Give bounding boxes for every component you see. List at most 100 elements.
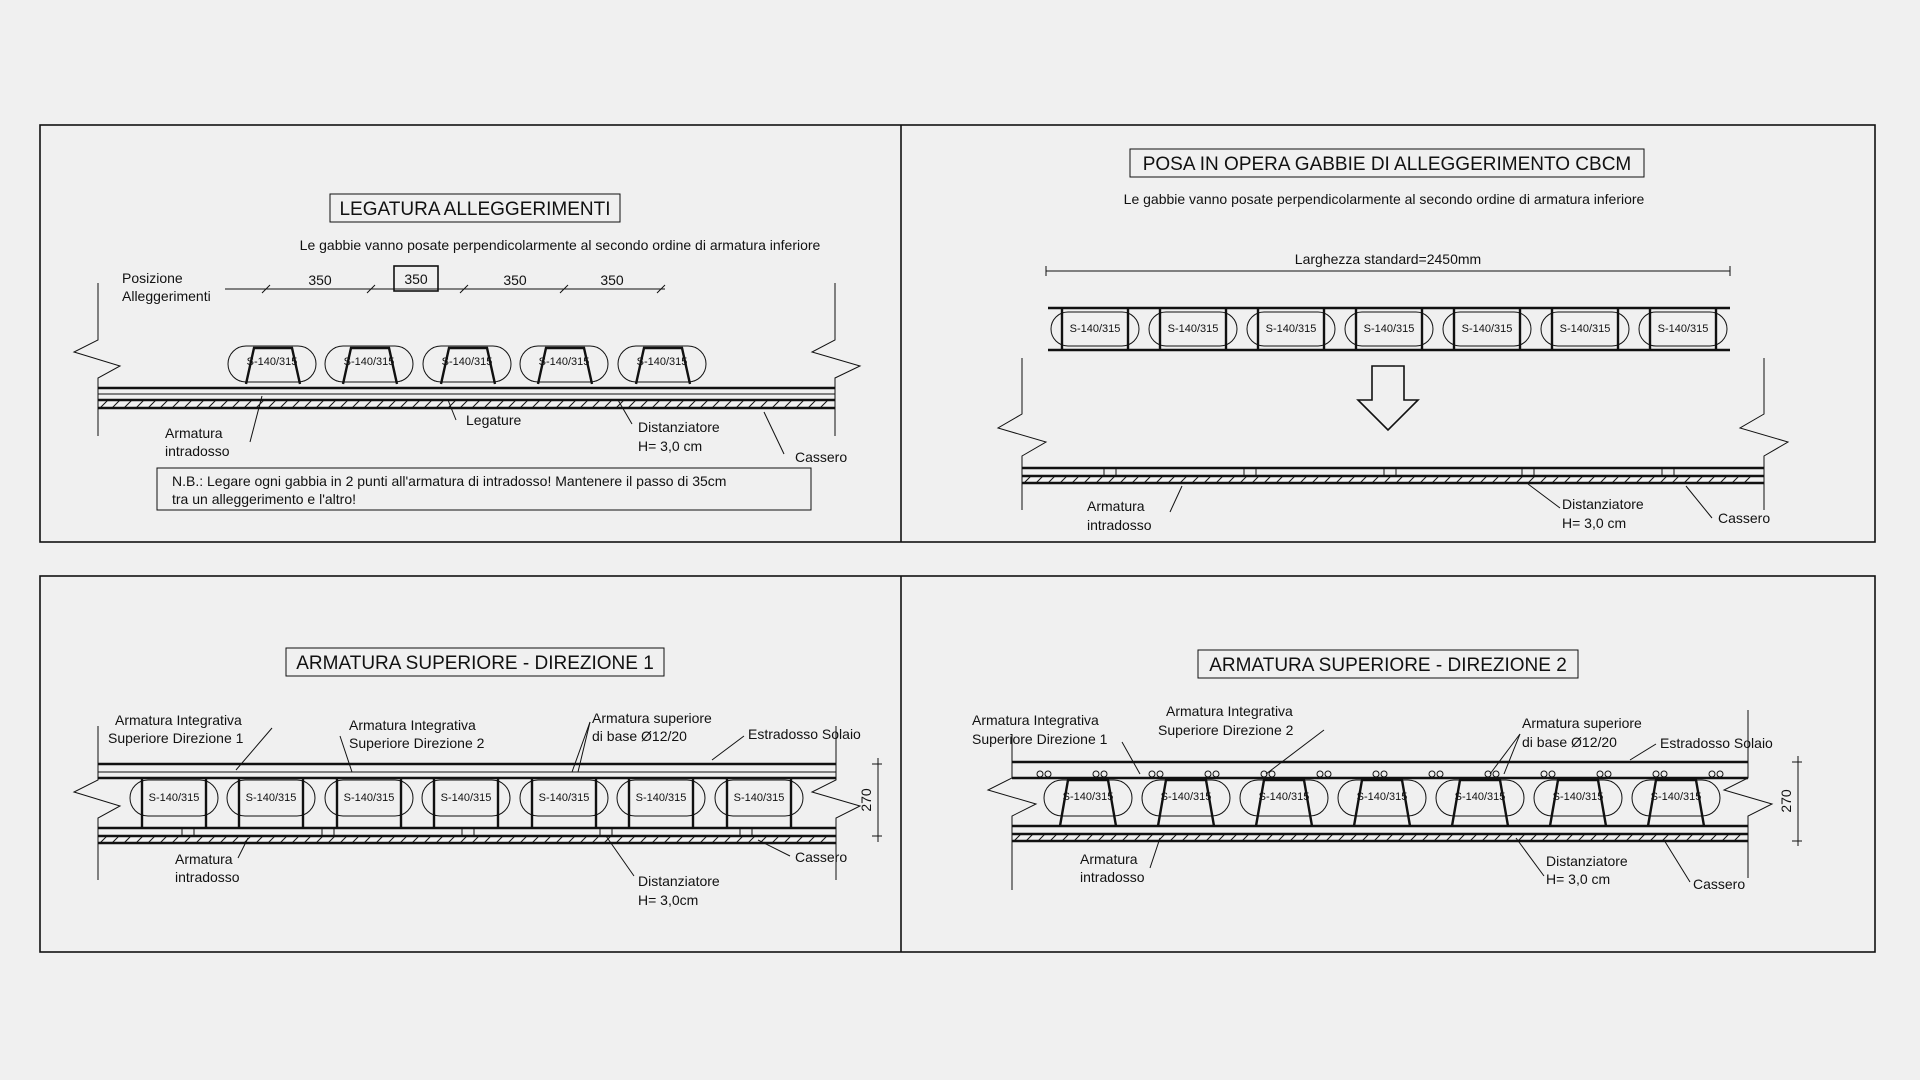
panel3-break-left <box>72 726 122 880</box>
panel1-title: LEGATURA ALLEGGERIMENTI <box>339 199 610 220</box>
panel4-cage: S-140/315 <box>1043 778 1133 827</box>
panel1-cage: S-140/315 <box>617 345 707 385</box>
panel3-cage: S-140/315 <box>421 778 511 828</box>
panel3-label-distanziatore-h: H= 3,0cm <box>638 892 698 908</box>
panel2-label-distanziatore: Distanziatore <box>1562 496 1644 512</box>
panel2-break-right <box>1738 358 1790 510</box>
panel3-cage: S-140/315 <box>519 778 609 828</box>
panel2-cage: S-140/315 <box>1344 308 1434 350</box>
panel1-note-box <box>156 467 812 511</box>
panel2-label-cassero: Cassero <box>1718 510 1770 526</box>
panel2-cage: S-140/315 <box>1540 308 1630 350</box>
panel1-subtitle: Le gabbie vanno posate perpendicolarment… <box>300 237 821 253</box>
panel2-formwork-hatch <box>1023 475 1752 484</box>
panel4-label-superiore: Armatura superiore <box>1522 715 1642 731</box>
panel2-label-armatura: Armatura <box>1087 498 1145 514</box>
svg-text:S-140/315: S-140/315 <box>1455 791 1506 803</box>
svg-text:S-140/315: S-140/315 <box>1168 323 1219 335</box>
panel1-spacing-ticks <box>261 284 666 294</box>
panel1-label-legature: Legature <box>466 412 521 428</box>
panel-legatura-alleggerimenti: LEGATURA ALLEGGERIMENTI Le gabbie vanno … <box>72 193 862 511</box>
panel2-spacers <box>1103 467 1675 477</box>
panel1-cage: S-140/315 <box>324 345 414 385</box>
panel2-label-intradosso: intradosso <box>1087 517 1152 533</box>
panel2-cage: S-140/315 <box>1050 308 1140 350</box>
panel1-spacing-4: 350 <box>600 272 624 288</box>
panel3-label-estradosso: Estradosso Solaio <box>748 726 861 742</box>
panel1-label-cassero: Cassero <box>795 449 847 465</box>
panel4-label-distanziatore: Distanziatore <box>1546 853 1628 869</box>
panel2-leaders <box>1169 483 1713 519</box>
svg-text:S-140/315: S-140/315 <box>1357 791 1408 803</box>
panel3-cage: S-140/315 <box>714 778 804 828</box>
panel1-spacing-1: 350 <box>308 272 332 288</box>
panel4-dimension-label: 270 <box>1778 789 1794 813</box>
panel1-note-line-2: tra un alleggerimento e l'altro! <box>172 491 356 507</box>
svg-text:S-140/315: S-140/315 <box>1553 791 1604 803</box>
svg-text:S-140/315: S-140/315 <box>1462 323 1513 335</box>
panel2-subtitle: Le gabbie vanno posate perpendicolarment… <box>1124 191 1645 207</box>
panel4-label-integrativa1: Armatura Integrativa <box>972 712 1099 728</box>
panel3-label-cassero: Cassero <box>795 849 847 865</box>
panel4-label-integrativa2-dir: Superiore Direzione 2 <box>1158 722 1294 738</box>
panel4-cage: S-140/315 <box>1631 778 1721 827</box>
panel4-cage: S-140/315 <box>1239 778 1329 827</box>
panel4-label-superiore-diam: di base Ø12/20 <box>1522 734 1617 750</box>
svg-text:S-140/315: S-140/315 <box>442 356 493 368</box>
panel2-width-label: Larghezza standard=2450mm <box>1295 251 1481 267</box>
panel2-cage: S-140/315 <box>1638 308 1728 350</box>
panel3-label-integrativa1: Armatura Integrativa <box>115 712 242 728</box>
svg-text:S-140/315: S-140/315 <box>1161 791 1212 803</box>
panel-armatura-superiore-dir1: ARMATURA SUPERIORE - DIREZIONE 1 Armatur… <box>72 647 882 908</box>
svg-text:S-140/315: S-140/315 <box>1063 791 1114 803</box>
panel2-cage: S-140/315 <box>1442 308 1532 350</box>
panel-posa-in-opera: POSA IN OPERA GABBIE DI ALLEGGERIMENTO C… <box>996 148 1790 533</box>
panel4-break-left <box>986 734 1038 890</box>
panel1-spacing-3: 350 <box>503 272 527 288</box>
panel3-cage: S-140/315 <box>226 778 316 828</box>
panel1-label-armatura: Armatura <box>165 425 223 441</box>
panel1-title-box <box>329 193 621 223</box>
svg-text:S-140/315: S-140/315 <box>441 792 492 804</box>
svg-text:S-140/315: S-140/315 <box>539 356 590 368</box>
panel1-label-distanziatore: Distanziatore <box>638 419 720 435</box>
panel4-title: ARMATURA SUPERIORE - DIREZIONE 2 <box>1209 655 1567 676</box>
svg-text:S-140/315: S-140/315 <box>246 792 297 804</box>
panel3-cage: S-140/315 <box>129 778 219 828</box>
svg-text:S-140/315: S-140/315 <box>1658 323 1709 335</box>
svg-text:S-140/315: S-140/315 <box>247 356 298 368</box>
panel4-formwork-hatch <box>1013 833 1742 842</box>
panel3-cage: S-140/315 <box>324 778 414 828</box>
panel2-cage: S-140/315 <box>1246 308 1336 350</box>
panel1-cage: S-140/315 <box>422 345 512 385</box>
svg-text:S-140/315: S-140/315 <box>539 792 590 804</box>
panel1-cage: S-140/315 <box>519 345 609 385</box>
svg-text:S-140/315: S-140/315 <box>344 792 395 804</box>
panel2-title: POSA IN OPERA GABBIE DI ALLEGGERIMENTO C… <box>1143 154 1632 175</box>
svg-text:S-140/315: S-140/315 <box>1259 791 1310 803</box>
svg-text:S-140/315: S-140/315 <box>1560 323 1611 335</box>
svg-text:S-140/315: S-140/315 <box>1364 323 1415 335</box>
panel2-down-arrow-icon <box>1356 365 1420 432</box>
panel1-position-label-1: Posizione <box>122 270 183 286</box>
panel-armatura-superiore-dir2: ARMATURA SUPERIORE - DIREZIONE 2 Armatur… <box>972 649 1802 892</box>
panel3-formwork-hatch <box>99 835 828 844</box>
panel4-label-armatura: Armatura <box>1080 851 1138 867</box>
panel4-label-estradosso: Estradosso Solaio <box>1660 735 1773 751</box>
panel4-title-box <box>1197 649 1579 679</box>
panel4-label-integrativa1-dir: Superiore Direzione 1 <box>972 731 1108 747</box>
svg-text:S-140/315: S-140/315 <box>637 356 688 368</box>
panel4-cage: S-140/315 <box>1141 778 1231 827</box>
panel3-dimension-270 <box>872 758 882 842</box>
panel4-top-bar-pairs <box>1036 770 1724 778</box>
panel3-dimension-label: 270 <box>858 788 874 812</box>
panel3-label-superiore-diam: di base Ø12/20 <box>592 728 687 744</box>
panel3-label-intradosso: intradosso <box>175 869 240 885</box>
svg-text:S-140/315: S-140/315 <box>734 792 785 804</box>
panel3-title: ARMATURA SUPERIORE - DIREZIONE 1 <box>296 653 654 674</box>
panel-frame-top <box>39 124 1876 543</box>
svg-text:S-140/315: S-140/315 <box>149 792 200 804</box>
panel2-cage: S-140/315 <box>1148 308 1238 350</box>
panel2-break-left <box>996 358 1048 510</box>
panel1-spacing-highlight-box <box>393 265 439 292</box>
